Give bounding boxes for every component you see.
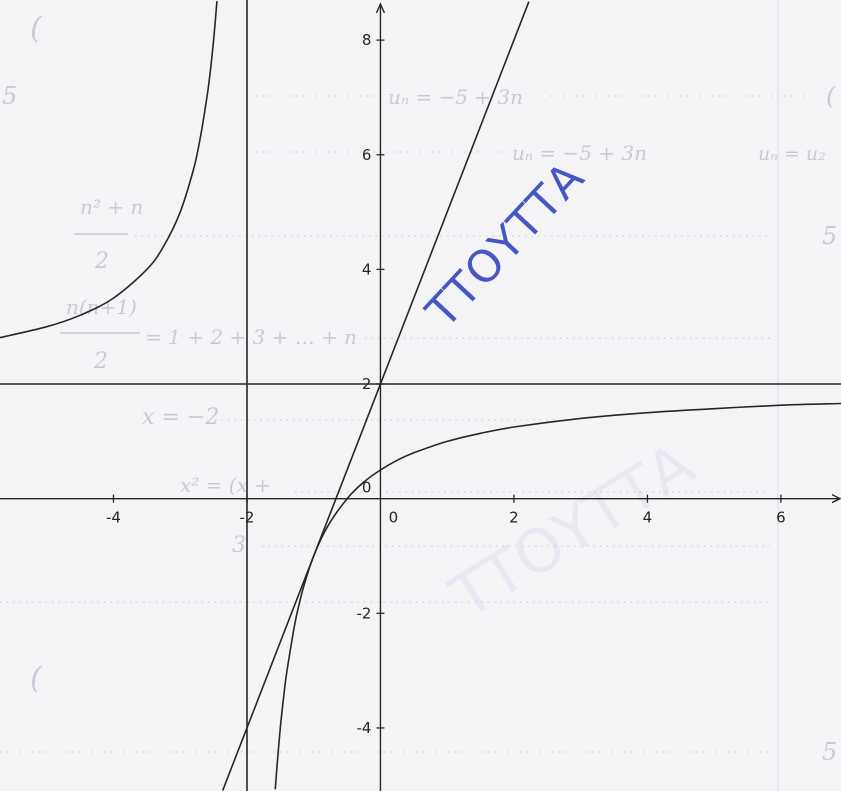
x-tick-label: 0 xyxy=(389,509,399,527)
axis-ticks: -4 -2 0 2 4 6 8 6 4 2 0 -2 -4 xyxy=(106,31,786,737)
ghost-number: 3 xyxy=(232,533,246,558)
ghost-paren: ( xyxy=(30,661,43,696)
ghost-number: 5 xyxy=(822,738,837,766)
ghost-formula: uₙ = −5 + 3n xyxy=(388,85,523,109)
y-tick-label: 2 xyxy=(362,375,372,393)
hyperbola-left-branch xyxy=(0,0,218,339)
x-tick-label: 2 xyxy=(509,509,519,527)
ghost-paren: ( xyxy=(30,11,43,46)
ghost-fraction-numerator: n² + n xyxy=(80,195,143,219)
x-tick-label: -4 xyxy=(106,509,121,527)
y-tick-label: 6 xyxy=(362,146,372,164)
ghost-equation: x = −2 xyxy=(142,405,219,430)
x-tick-label: 6 xyxy=(776,509,786,527)
y-tick-label: 4 xyxy=(362,260,372,278)
straight-line xyxy=(222,1,530,791)
hyperbola-right-branch xyxy=(274,402,841,790)
ghost-number: 5 xyxy=(2,82,17,110)
ghost-fraction-denominator: 2 xyxy=(93,349,108,374)
y-tick-label: -4 xyxy=(356,719,371,737)
y-axis-arrow xyxy=(375,2,386,14)
x-tick-label: -2 xyxy=(239,509,254,527)
x-axis-arrow xyxy=(831,494,841,504)
ghost-fraction-numerator: n(n+1) xyxy=(66,295,137,319)
ghost-formula: uₙ = u₂ xyxy=(758,143,826,165)
ghost-number: 5 xyxy=(822,222,837,250)
ghost-equation: x² = (x + xyxy=(180,473,271,497)
ghost-fraction-denominator: 2 xyxy=(94,249,109,274)
x-tick-label: 4 xyxy=(643,509,653,527)
y-tick-label: 0 xyxy=(362,479,372,497)
ghost-sum: = 1 + 2 + 3 + … + n xyxy=(145,325,357,349)
y-tick-label: 8 xyxy=(362,31,372,49)
ghost-paren: ( xyxy=(826,82,836,110)
y-tick-label: -2 xyxy=(356,604,371,622)
ghost-formula: uₙ = −5 + 3n xyxy=(512,141,647,165)
